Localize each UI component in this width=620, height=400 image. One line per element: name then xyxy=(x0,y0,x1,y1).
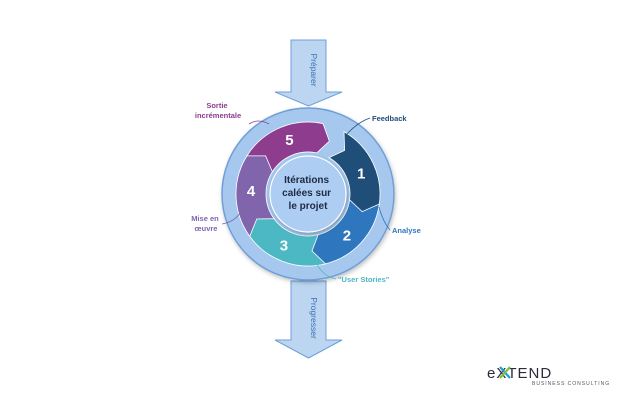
step-number-user-stories: 3 xyxy=(280,238,288,255)
segment-sortie xyxy=(246,121,330,173)
leader-line-mise-en-oeuvre xyxy=(221,212,241,225)
step-label-analyse: Analyse xyxy=(392,226,421,235)
cycle-segments: 1 2 3 4 5 xyxy=(235,121,381,267)
progresser-arrow-shape xyxy=(274,280,343,359)
progresser-arrow-label: Progresser xyxy=(309,297,319,339)
step-number-sortie: 5 xyxy=(285,132,293,149)
center-title-line-2: calées sur xyxy=(282,188,331,199)
step-label-analyse-line-1: Analyse xyxy=(392,226,421,235)
step-label-feedback: Feedback xyxy=(372,114,407,123)
extend-logo: eXTEND BUSINESS CONSULTING xyxy=(487,365,610,387)
leader-line-feedback xyxy=(346,117,371,135)
preparer-arrow-label: Préparer xyxy=(309,53,319,86)
preparer-arrow-shape xyxy=(274,39,343,107)
step-number-feedback: 1 xyxy=(357,166,365,183)
logo-tagline: BUSINESS CONSULTING xyxy=(532,381,610,387)
logo-x-accent-2 xyxy=(499,366,511,379)
logo-name: eXTEND xyxy=(487,365,552,382)
leader-lines xyxy=(221,117,391,280)
preparer-arrow: Préparer xyxy=(274,39,343,107)
center-title: Itérations calées sur le projet xyxy=(282,175,334,212)
step-label-sortie: Sortie incrémentale xyxy=(195,101,241,120)
step-label-feedback-line-1: Feedback xyxy=(372,114,407,123)
leader-line-analyse xyxy=(378,206,391,231)
center-core xyxy=(269,155,347,233)
step-label-sortie-line-1: Sortie xyxy=(206,101,227,110)
progresser-arrow: Progresser xyxy=(274,280,343,359)
step-number-analyse: 2 xyxy=(343,228,351,245)
step-label-mise-en-oeuvre: Mise en œuvre xyxy=(191,214,221,233)
step-label-sortie-line-2: incrémentale xyxy=(195,111,241,120)
step-label-user-stories: "User Stories" xyxy=(338,275,390,284)
step-label-user-stories-line-1: "User Stories" xyxy=(338,275,390,284)
step-label-mise-en-oeuvre-line-1: Mise en xyxy=(191,214,219,223)
center-title-line-3: le projet xyxy=(289,201,329,212)
leader-line-user-stories xyxy=(315,261,337,280)
step-label-mise-en-oeuvre-line-2: œuvre xyxy=(195,224,218,233)
center-title-line-1: Itérations xyxy=(284,175,329,186)
step-number-mise-en-oeuvre: 4 xyxy=(247,183,256,200)
leader-line-sortie xyxy=(248,120,270,125)
